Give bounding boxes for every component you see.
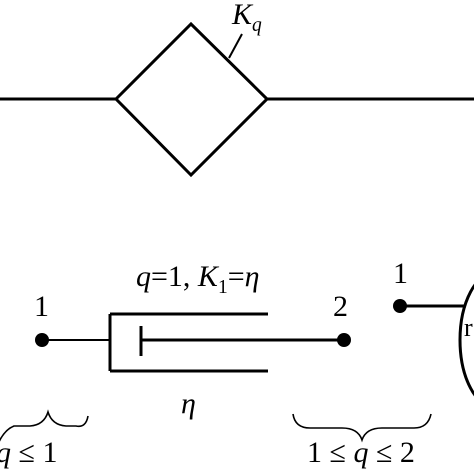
springpot-label: Kq bbox=[232, 0, 262, 36]
left-range-label: q ≤ 1 bbox=[0, 436, 58, 469]
partial-node-label: 1 bbox=[393, 257, 408, 290]
dashpot-node-right bbox=[337, 333, 351, 347]
dashpot-params-label: q=1, K1=η bbox=[136, 260, 260, 298]
partial-ellipse-label: r bbox=[464, 313, 473, 342]
dashpot-node-left-label: 1 bbox=[34, 290, 49, 323]
partial-node bbox=[393, 299, 407, 313]
middle-brace bbox=[292, 413, 432, 443]
dashpot-eta-label: η bbox=[181, 387, 196, 420]
dashpot-node-right-label: 2 bbox=[333, 290, 348, 323]
springpot-diamond bbox=[113, 21, 270, 178]
partial-ellipse bbox=[458, 283, 474, 397]
left-brace bbox=[0, 409, 89, 442]
kq-leader-line bbox=[228, 33, 243, 59]
dashpot-node-left bbox=[35, 333, 49, 347]
middle-range-label: 1 ≤ q ≤ 2 bbox=[307, 436, 415, 469]
